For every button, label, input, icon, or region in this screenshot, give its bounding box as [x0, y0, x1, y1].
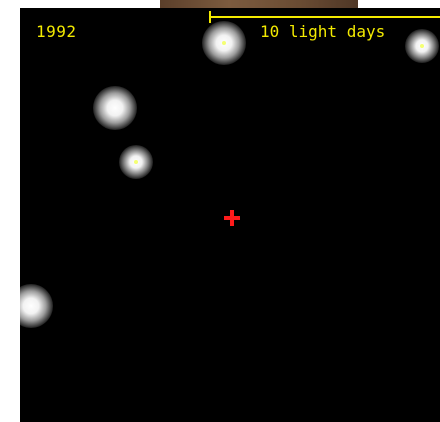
star-3: [93, 86, 137, 130]
top-image-strip: [160, 0, 358, 8]
star-2-core: [420, 44, 424, 48]
star-field-frame: 1992 10 light days: [20, 8, 440, 422]
star-5: [20, 284, 53, 328]
scale-bar: [209, 16, 440, 18]
plus-icon: [222, 208, 242, 228]
star-4-core: [134, 160, 138, 164]
star-1: [202, 21, 246, 65]
star-4: [119, 145, 153, 179]
year-label: 1992: [36, 22, 77, 41]
star-2: [405, 29, 439, 63]
star-1-core: [222, 41, 226, 45]
scale-label: 10 light days: [260, 22, 386, 41]
crosshair-vertical: [230, 210, 234, 226]
